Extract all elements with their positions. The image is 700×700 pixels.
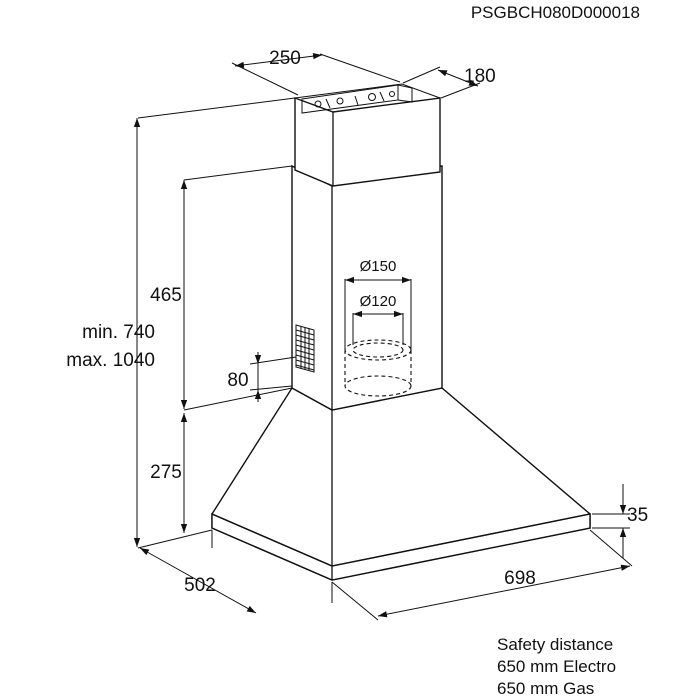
wall-bracket <box>301 84 413 114</box>
lower-chimney <box>291 164 443 411</box>
dim-canopy-width: 698 <box>331 529 633 621</box>
dim-rim-height: 35 <box>592 484 648 558</box>
safety-note-gas: 650 mm Gas <box>497 679 594 698</box>
dim-label-502: 502 <box>184 575 216 596</box>
dim-label-180: 180 <box>464 66 496 87</box>
dim-label-80: 80 <box>227 370 248 391</box>
safety-note: Safety distance 650 mm Electro 650 mm Ga… <box>497 635 616 698</box>
dim-label-698: 698 <box>504 568 536 589</box>
dim-upper-height: 465 <box>150 165 293 411</box>
hood-outline <box>211 83 591 581</box>
dim-canopy-depth: 502 <box>139 530 333 614</box>
safety-note-title: Safety distance <box>497 635 613 654</box>
dim-label-min-740: min. 740 <box>82 322 155 343</box>
safety-note-electro: 650 mm Electro <box>497 657 616 676</box>
dim-label-d150: Ø150 <box>360 258 397 275</box>
dim-label-d120: Ø120 <box>360 293 397 310</box>
dim-vent-offset: 80 <box>227 352 297 402</box>
vent-grille <box>295 324 315 373</box>
dim-label-35: 35 <box>627 505 648 526</box>
drawing-code: PSGBCH080D000018 <box>471 3 640 22</box>
dim-canopy-height: 275 <box>150 413 188 533</box>
dim-outlet-inner: Ø120 <box>352 293 404 345</box>
dim-label-250: 250 <box>269 48 301 69</box>
dim-outlet-outer: Ø150 <box>344 258 412 350</box>
dim-duct-depth: 180 <box>402 66 496 99</box>
dim-label-465: 465 <box>150 285 182 306</box>
dim-duct-width: 250 <box>231 48 401 96</box>
dim-label-275: 275 <box>150 462 182 483</box>
dim-label-max-1040: max. 1040 <box>66 350 155 371</box>
dim-total-height: min. 740 max. 1040 <box>66 97 296 549</box>
